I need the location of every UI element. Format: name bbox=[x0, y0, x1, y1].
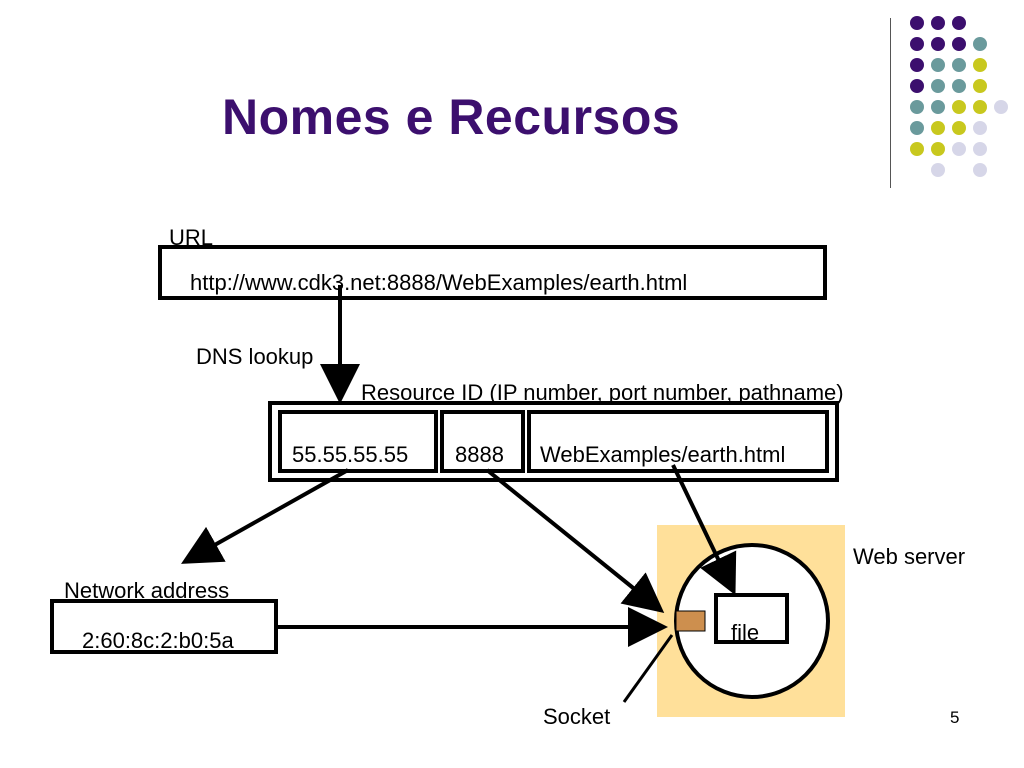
decorative-dot bbox=[973, 79, 987, 93]
decorative-dot bbox=[910, 16, 924, 30]
decorative-dot bbox=[910, 37, 924, 51]
socket-box bbox=[675, 610, 706, 632]
socket-label: Socket bbox=[543, 704, 611, 729]
ip-box bbox=[278, 410, 438, 473]
decorative-dot bbox=[910, 79, 924, 93]
ip-to-network-arrow bbox=[181, 468, 349, 564]
decorative-dot bbox=[973, 121, 987, 135]
decorative-dot bbox=[952, 121, 966, 135]
decorative-divider bbox=[890, 18, 891, 188]
decorative-dot bbox=[910, 121, 924, 135]
decorative-dot bbox=[952, 16, 966, 30]
decorative-dot bbox=[952, 37, 966, 51]
port-value: 8888 bbox=[455, 442, 504, 467]
decorative-dot bbox=[931, 58, 945, 72]
port-to-socket-arrow bbox=[485, 468, 665, 614]
page-number: 5 bbox=[950, 708, 960, 727]
file-label: file bbox=[731, 620, 760, 645]
decorative-dot bbox=[994, 100, 1008, 114]
decorative-dot bbox=[952, 142, 966, 156]
url-box bbox=[158, 245, 827, 300]
web-server-label: Web server bbox=[853, 544, 966, 569]
path-value: WebExamples/earth.html bbox=[540, 442, 786, 467]
decorative-dot bbox=[973, 163, 987, 177]
socket-pointer-line bbox=[622, 634, 674, 703]
mac-address-value: 2:60:8c:2:b0:5a bbox=[82, 628, 234, 653]
decorative-dot bbox=[910, 58, 924, 72]
decorative-dot bbox=[931, 163, 945, 177]
decorative-dot bbox=[952, 58, 966, 72]
decorative-dot bbox=[952, 100, 966, 114]
decorative-dot bbox=[910, 100, 924, 114]
decorative-dot bbox=[973, 37, 987, 51]
decorative-dot bbox=[931, 121, 945, 135]
url-label: URL bbox=[169, 225, 214, 250]
decorative-dot bbox=[931, 142, 945, 156]
decorative-dot bbox=[910, 142, 924, 156]
url-value: http://www.cdk3.net:8888/WebExamples/ear… bbox=[190, 270, 688, 295]
decorative-dot bbox=[973, 142, 987, 156]
decorative-dot bbox=[931, 100, 945, 114]
path-to-file-arrow bbox=[671, 464, 737, 596]
decorative-dot bbox=[931, 79, 945, 93]
decorative-dot bbox=[931, 37, 945, 51]
decorative-dot bbox=[952, 79, 966, 93]
decorative-dot bbox=[973, 100, 987, 114]
resource-id-label: Resource ID (IP number, port number, pat… bbox=[361, 380, 844, 405]
ip-value: 55.55.55.55 bbox=[292, 442, 409, 467]
dns-lookup-label: DNS lookup bbox=[196, 344, 314, 369]
port-box bbox=[440, 410, 525, 473]
network-address-label: Network address bbox=[64, 578, 230, 603]
slide-title: Nomes e Recursos bbox=[222, 89, 681, 145]
decorative-dot bbox=[931, 16, 945, 30]
decorative-dot bbox=[973, 58, 987, 72]
resource-id-box bbox=[268, 401, 839, 482]
file-box bbox=[714, 593, 789, 644]
